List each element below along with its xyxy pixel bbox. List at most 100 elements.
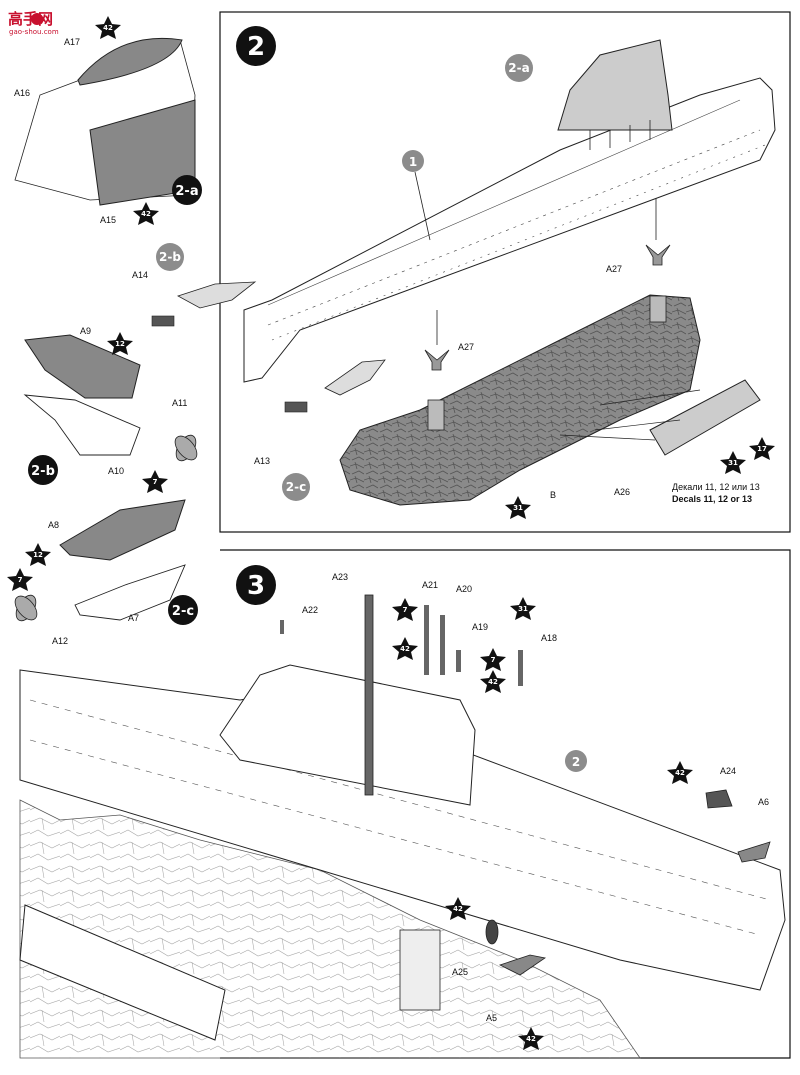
label-a14: A14 xyxy=(132,270,148,280)
svg-text:2-c: 2-c xyxy=(172,604,194,619)
part-a20 xyxy=(440,615,445,675)
step2-number: 2 xyxy=(247,32,265,62)
stand-a27-right xyxy=(645,244,671,266)
label-a20: A20 xyxy=(456,584,472,594)
svg-text:7: 7 xyxy=(491,656,496,664)
tag-2c: 2-c xyxy=(168,595,198,625)
propeller-a12-icon xyxy=(14,594,38,622)
tag-2c-gray: 2-c xyxy=(282,473,310,501)
svg-text:2-b: 2-b xyxy=(31,464,55,479)
color-code-7-a12: 7 xyxy=(7,568,33,591)
svg-text:2: 2 xyxy=(572,755,580,769)
step3-number: 3 xyxy=(247,571,265,601)
label-a25: A25 xyxy=(452,967,468,977)
svg-text:2-a: 2-a xyxy=(508,61,529,75)
svg-text:42: 42 xyxy=(488,678,498,686)
part-a5 xyxy=(498,954,547,976)
label-a18: A18 xyxy=(541,633,557,643)
svg-text:31: 31 xyxy=(518,605,528,613)
color-code-31-base: 31 xyxy=(505,496,531,519)
plaque-a26 xyxy=(649,379,761,456)
propeller-a11-icon xyxy=(174,434,198,462)
label-a24: A24 xyxy=(720,766,736,776)
hull-tag: 1 xyxy=(402,150,424,172)
step2-badge: 2 xyxy=(236,26,276,66)
svg-text:31: 31 xyxy=(728,459,738,467)
svg-text:42: 42 xyxy=(675,769,685,777)
svg-text:2-c: 2-c xyxy=(286,480,306,494)
color-code-7-a21: 7 xyxy=(392,598,418,621)
watermark-text: 高手网 xyxy=(8,10,53,28)
color-code-7-a11: 7 xyxy=(142,470,168,493)
part-a8 xyxy=(59,499,186,561)
label-a21: A21 xyxy=(422,580,438,590)
label-a6: A6 xyxy=(758,797,769,807)
label-a10: A10 xyxy=(108,466,124,476)
color-code-42-a18: 42 xyxy=(480,670,506,693)
label-a26: A26 xyxy=(614,487,630,497)
conning-tower-assembled xyxy=(219,664,476,806)
stand-a27-left xyxy=(424,349,450,371)
color-code-42-a25: 42 xyxy=(445,897,471,920)
color-code-42-a21: 42 xyxy=(392,637,418,660)
part-a9 xyxy=(24,334,141,399)
svg-text:42: 42 xyxy=(400,645,410,653)
label-b: B xyxy=(550,490,556,500)
label-a5: A5 xyxy=(486,1013,497,1023)
part-a24 xyxy=(705,789,733,809)
label-a22: A22 xyxy=(302,605,318,615)
conning-tower-part xyxy=(557,39,673,131)
part-a6 xyxy=(737,841,771,863)
label-a17: A17 xyxy=(64,37,80,47)
tag-2a: 2-a xyxy=(172,175,202,205)
svg-text:7: 7 xyxy=(403,606,408,614)
step2-frame xyxy=(219,11,791,533)
svg-text:31: 31 xyxy=(513,504,523,512)
label-a27-right: A27 xyxy=(606,264,622,274)
tag-2b-gray: 2-b xyxy=(156,243,184,271)
part-a10 xyxy=(23,394,141,456)
watermark-logo: 高手网 gao-shou.com xyxy=(8,10,59,36)
svg-text:42: 42 xyxy=(526,1035,536,1043)
label-a7: A7 xyxy=(128,613,139,623)
label-a27-left: A27 xyxy=(458,342,474,352)
color-code-42-a17: 42 xyxy=(95,16,121,39)
svg-text:12: 12 xyxy=(115,340,125,348)
part-a19 xyxy=(456,650,461,672)
label-a11: A11 xyxy=(172,398,187,408)
color-code-12-a9: 12 xyxy=(107,332,133,355)
color-code-7-a18: 7 xyxy=(480,648,506,671)
part-a7 xyxy=(74,564,186,621)
watermark-ball-icon xyxy=(31,13,43,25)
rock-base-b xyxy=(339,294,701,506)
svg-text:1: 1 xyxy=(409,155,417,169)
step3-badge: 3 xyxy=(236,565,276,605)
svg-text:17: 17 xyxy=(757,445,767,453)
label-a9: A9 xyxy=(80,326,91,336)
decals-en: Decals 11, 12 or 13 xyxy=(672,494,752,504)
rudder-2c-part xyxy=(324,359,386,396)
tag-2b: 2-b xyxy=(28,455,58,485)
label-a8: A8 xyxy=(48,520,59,530)
label-a12: A12 xyxy=(52,636,68,646)
decals-ru: Декали 11, 12 или 13 xyxy=(672,482,760,492)
part-a22 xyxy=(280,620,284,634)
svg-text:7: 7 xyxy=(153,478,158,486)
part-a21 xyxy=(424,605,429,675)
label-a23: A23 xyxy=(332,572,348,582)
hull-part xyxy=(243,77,776,383)
watermark-url: gao-shou.com xyxy=(9,28,59,36)
color-code-42-a24: 42 xyxy=(667,761,693,784)
svg-text:7: 7 xyxy=(18,576,23,584)
svg-text:42: 42 xyxy=(141,210,151,218)
label-a19: A19 xyxy=(472,622,488,632)
propeller-a25-icon xyxy=(485,919,499,945)
label-a16: A16 xyxy=(14,88,30,98)
svg-text:12: 12 xyxy=(33,551,43,559)
svg-text:42: 42 xyxy=(103,24,113,32)
color-code-42-a5: 42 xyxy=(518,1027,544,1050)
label-a15: A15 xyxy=(100,215,116,225)
color-code-12-a8: 12 xyxy=(25,543,51,566)
svg-text:42: 42 xyxy=(453,905,463,913)
